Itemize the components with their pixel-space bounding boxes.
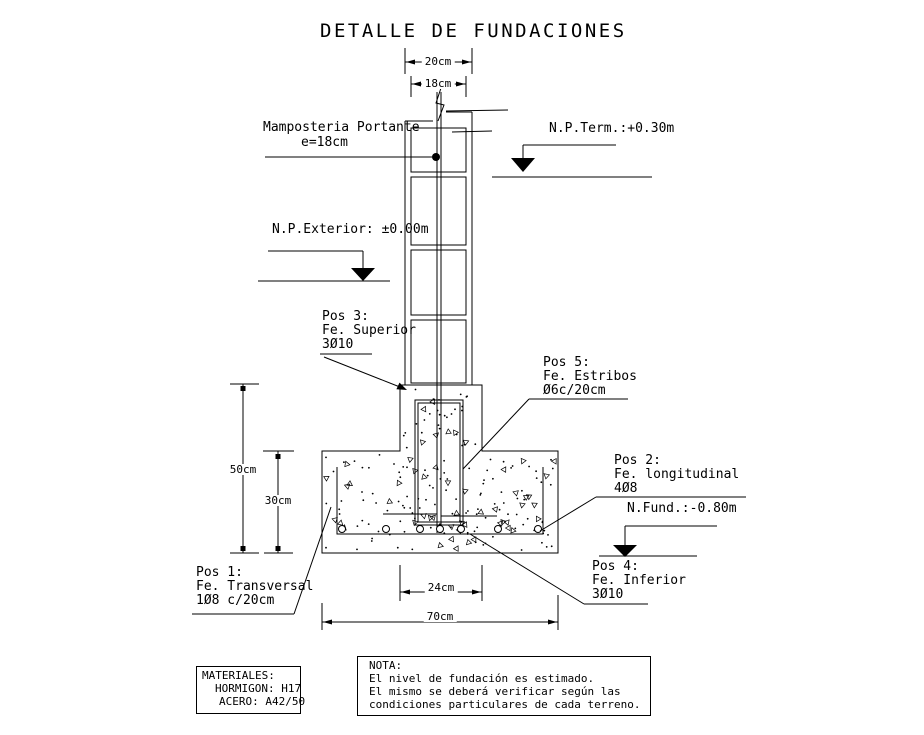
note-box: NOTA: El nivel de fundación es estimado.… — [357, 656, 651, 716]
level-label-exterior: N.P.Exterior: ±0.00m — [272, 222, 429, 237]
note-line3: condiciones particulares de cada terreno… — [369, 698, 641, 711]
level-label-terrain: N.P.Term.:+0.30m — [549, 121, 675, 136]
pos2-label-line3: 4Ø8 — [614, 481, 638, 496]
level-marker-foundation — [599, 525, 717, 557]
pos2-label-line2: Fe. longitudinal — [614, 467, 740, 482]
dim-label-50cm: 50cm — [226, 464, 260, 475]
level-label-foundation: N.Fund.:-0.80m — [627, 501, 737, 516]
rebar-longitudinal-circles — [338, 525, 542, 533]
note-line2: El mismo se deberá verificar según las — [369, 685, 621, 698]
pos4-label-line1: Pos 4: — [592, 559, 639, 574]
pos5-label-line3: Ø6c/20cm — [543, 383, 606, 398]
leader-pos2 — [539, 496, 746, 532]
pos4-label-line3: 3Ø10 — [592, 587, 624, 602]
materials-title: MATERIALES: — [202, 669, 275, 682]
leader-pos1 — [192, 506, 332, 615]
materials-line-hormigon: HORMIGON: H17 — [215, 682, 302, 695]
pos3-label-line1: Pos 3: — [322, 309, 369, 324]
pos4-label-line2: Fe. Inferior — [592, 573, 686, 588]
rebar-vertical-bars — [383, 92, 497, 533]
dimension-70cm — [321, 595, 559, 630]
pos1-label-line2: Fe. Transversal — [196, 579, 314, 594]
dim-label-24cm: 24cm — [424, 582, 458, 593]
materials-line-acero: ACERO: A42/50 — [219, 695, 306, 708]
level-marker-exterior — [258, 250, 390, 282]
drawing-title: DETALLE DE FUNDACIONES — [320, 20, 627, 42]
footing-outline — [321, 384, 559, 554]
dim-label-70cm: 70cm — [423, 611, 457, 622]
masonry-leader — [265, 153, 440, 161]
dimension-18cm — [410, 76, 467, 97]
leader-pos3 — [320, 353, 407, 390]
dim-label-18cm: 18cm — [421, 78, 455, 89]
masonry-label-line2: e=18cm — [301, 135, 348, 150]
masonry-wall — [404, 87, 509, 385]
materials-box: MATERIALES: HORMIGON: H17 ACERO: A42/50 — [196, 666, 305, 714]
masonry-label-line1: Mamposteria Portante — [263, 120, 420, 135]
pos5-label-line2: Fe. Estribos — [543, 369, 637, 384]
dim-label-30cm: 30cm — [261, 495, 295, 506]
pos5-label-line1: Pos 5: — [543, 355, 590, 370]
pos3-label-line2: Fe. Superior — [322, 323, 416, 338]
leader-pos4 — [469, 533, 648, 605]
rebar-bottom-u-bar — [336, 467, 544, 535]
leader-pos5 — [462, 398, 628, 470]
pos2-label-line1: Pos 2: — [614, 453, 661, 468]
pos1-label-line1: Pos 1: — [196, 565, 243, 580]
note-line1: El nivel de fundación es estimado. — [369, 672, 595, 685]
note-title: NOTA: — [369, 659, 403, 672]
dim-label-20cm: 20cm — [421, 56, 455, 67]
pos1-label-line3: 1Ø8 c/20cm — [196, 593, 275, 608]
level-marker-terrain — [492, 144, 652, 178]
pos3-label-line3: 3Ø10 — [322, 337, 354, 352]
rebar-stirrup — [414, 399, 464, 526]
